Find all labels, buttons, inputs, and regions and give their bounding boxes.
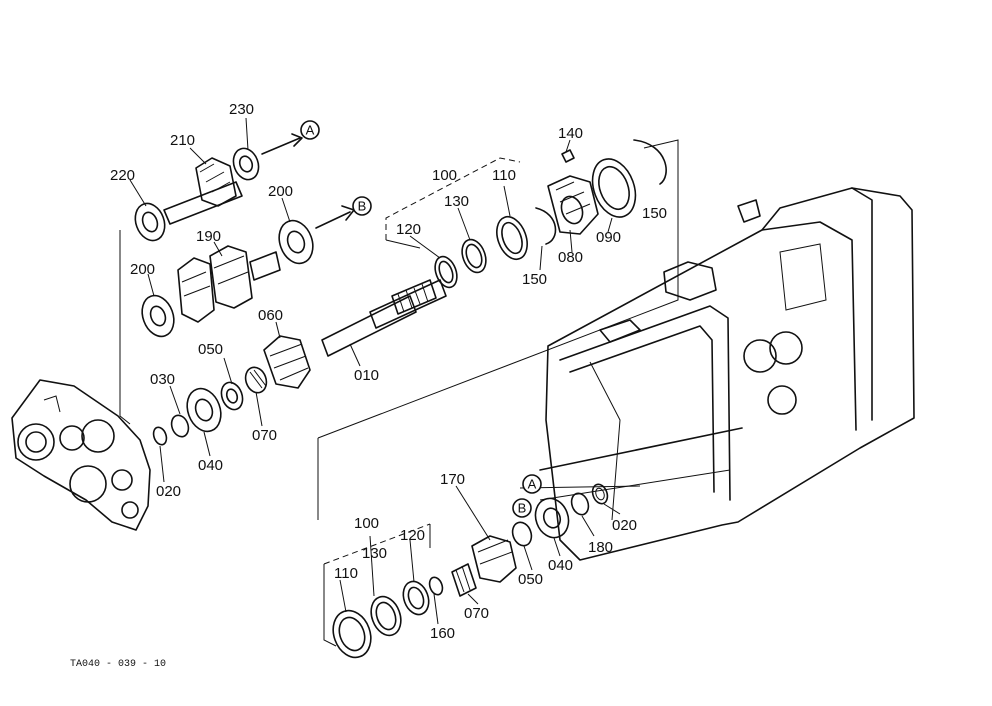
transmission-case	[545, 187, 915, 561]
upper-synchro-group	[434, 139, 667, 289]
callout-a-bottom: A	[522, 474, 542, 494]
main-shaft-010	[152, 279, 447, 446]
figure-code: TA040 - 039 - 10	[70, 659, 166, 670]
part-label: 070	[464, 605, 489, 622]
part-label: 080	[558, 249, 583, 266]
part-label: 030	[150, 371, 175, 388]
part-label: 200	[268, 183, 293, 200]
callout-a-top: A	[300, 120, 320, 140]
part-label: 180	[588, 539, 613, 556]
part-label: 150	[642, 205, 667, 222]
part-label: 050	[198, 341, 223, 358]
part-label: 010	[354, 367, 379, 384]
part-label: 050	[518, 571, 543, 588]
lower-shaft-group	[332, 483, 609, 659]
part-label: 130	[362, 545, 387, 562]
part-label: 200	[130, 261, 155, 278]
part-label: 150	[522, 271, 547, 288]
part-label: 160	[430, 625, 455, 642]
part-label: 120	[396, 221, 421, 238]
part-label: 090	[596, 229, 621, 246]
part-label: 060	[258, 307, 283, 324]
part-label: 110	[334, 565, 358, 582]
part-label: 070	[252, 427, 277, 444]
part-label: 230	[229, 101, 254, 118]
svg-text:B: B	[358, 199, 367, 214]
leader-lines	[119, 139, 743, 647]
part-labels: 230 210 220 200 190 200 060 050 030 010 …	[110, 101, 667, 642]
callout-b-bottom: B	[512, 498, 532, 518]
part-label: 100	[354, 515, 379, 532]
svg-text:B: B	[518, 501, 527, 516]
part-label: 120	[400, 527, 425, 544]
part-label: 110	[492, 167, 516, 184]
part-label: 100	[432, 167, 457, 184]
label-leaders	[129, 117, 621, 625]
part-label: 140	[558, 125, 583, 142]
callout-b-top: B	[352, 196, 372, 216]
front-cover	[11, 379, 151, 531]
svg-text:A: A	[528, 477, 537, 492]
part-label: 040	[198, 457, 223, 474]
part-label: 170	[440, 471, 465, 488]
part-label: 130	[444, 193, 469, 210]
part-label: 020	[612, 517, 637, 534]
part-label: 190	[196, 228, 221, 245]
gear-190-assembly	[141, 205, 355, 338]
part-label: 040	[548, 557, 573, 574]
shaft-210-assembly	[134, 133, 303, 242]
part-label: 020	[156, 483, 181, 500]
svg-text:A: A	[306, 123, 315, 138]
part-label: 220	[110, 167, 135, 184]
part-label: 210	[170, 132, 195, 149]
